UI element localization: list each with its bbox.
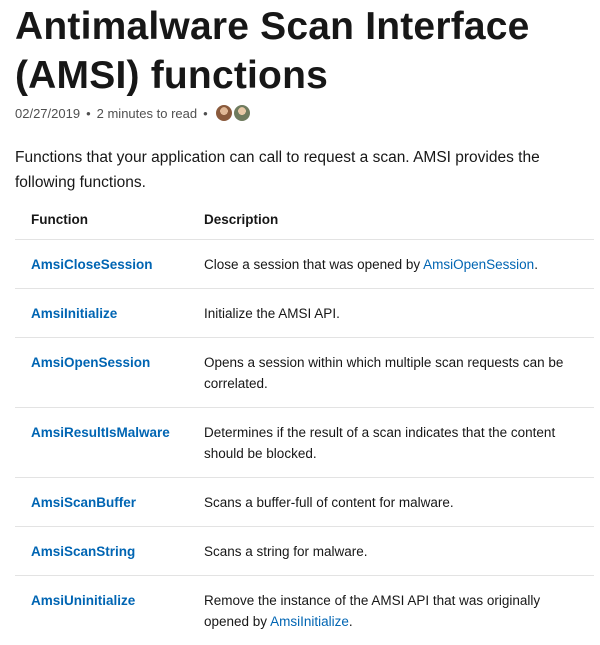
article-date: 02/27/2019 (15, 106, 80, 121)
function-link-amsiuninitialize[interactable]: AmsiUninitialize (15, 576, 188, 645)
contributor-avatar[interactable] (234, 105, 250, 121)
function-description: Scans a string for malware. (188, 527, 594, 576)
function-description: Close a session that was opened by AmsiO… (188, 240, 594, 289)
function-link-amsiscanstring[interactable]: AmsiScanString (15, 527, 188, 576)
description-tail: . (349, 614, 353, 629)
intro-paragraph: Functions that your application can call… (15, 145, 594, 195)
function-description: Opens a session within which multiple sc… (188, 338, 594, 408)
function-link-amsiresultismalware[interactable]: AmsiResultIsMalware (15, 408, 188, 478)
table-row: AmsiUninitialize Remove the instance of … (15, 576, 594, 645)
meta-separator: • (86, 106, 91, 121)
article-metadata: 02/27/2019 • 2 minutes to read • (15, 103, 594, 123)
page-title: Antimalware Scan Interface (AMSI) functi… (15, 0, 594, 100)
description-text: Close a session that was opened by (204, 257, 423, 272)
table-row: AmsiScanBuffer Scans a buffer-full of co… (15, 478, 594, 527)
table-row: AmsiCloseSession Close a session that wa… (15, 240, 594, 289)
read-time: 2 minutes to read (97, 106, 197, 121)
table-row: AmsiOpenSession Opens a session within w… (15, 338, 594, 408)
description-text: Remove the instance of the AMSI API that… (204, 593, 540, 629)
function-description: Scans a buffer-full of content for malwa… (188, 478, 594, 527)
table-row: AmsiResultIsMalware Determines if the re… (15, 408, 594, 478)
function-link-amsiscanbuffer[interactable]: AmsiScanBuffer (15, 478, 188, 527)
function-description: Determines if the result of a scan indic… (188, 408, 594, 478)
table-row: AmsiScanString Scans a string for malwar… (15, 527, 594, 576)
column-header-function: Function (15, 201, 188, 240)
table-header-row: Function Description (15, 201, 594, 240)
inline-link-amsiinitialize[interactable]: AmsiInitialize (270, 614, 349, 629)
function-link-amsiclosesession[interactable]: AmsiCloseSession (15, 240, 188, 289)
function-link-amsiinitialize[interactable]: AmsiInitialize (15, 289, 188, 338)
contributor-avatar[interactable] (216, 105, 232, 121)
table-row: AmsiInitialize Initialize the AMSI API. (15, 289, 594, 338)
column-header-description: Description (188, 201, 594, 240)
functions-table: Function Description AmsiCloseSession Cl… (15, 201, 594, 645)
meta-separator: • (203, 106, 208, 121)
article-page: Antimalware Scan Interface (AMSI) functi… (0, 0, 600, 630)
function-description: Remove the instance of the AMSI API that… (188, 576, 594, 645)
description-tail: . (534, 257, 538, 272)
function-description: Initialize the AMSI API. (188, 289, 594, 338)
inline-link-amsiopensession[interactable]: AmsiOpenSession (423, 257, 534, 272)
function-link-amsiopensession[interactable]: AmsiOpenSession (15, 338, 188, 408)
